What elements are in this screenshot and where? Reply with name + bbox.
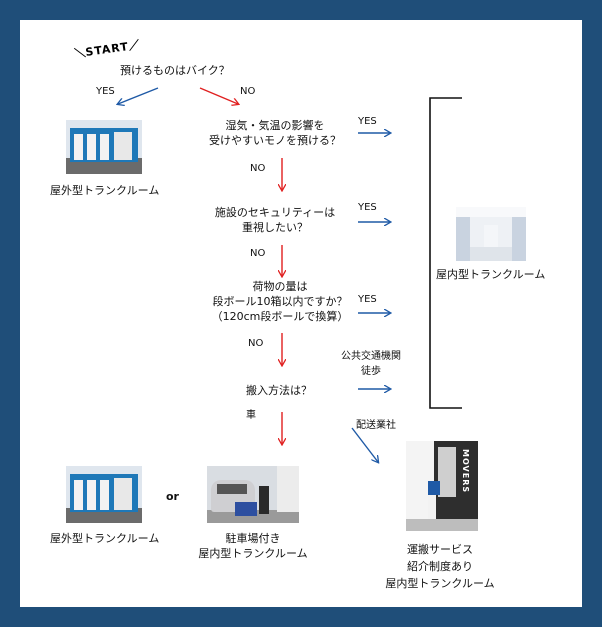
- q2-yes-label: YES: [358, 116, 377, 127]
- delivery-company-label: 配送業社: [356, 420, 396, 431]
- q4-line1: 荷物の量は: [252, 280, 308, 293]
- parking-line1: 駐車場付き: [225, 532, 281, 545]
- question-bike: 預けるものはバイク？: [120, 64, 230, 77]
- q3-yes-label: YES: [358, 202, 377, 213]
- moving-line1: 運搬サービス: [407, 543, 473, 556]
- outdoor-storage-label: 屋外型トランクルーム: [50, 184, 160, 197]
- question-security: 施設のセキュリティーは 重視したい？: [200, 205, 350, 235]
- outdoor-storage-label-2: 屋外型トランクルーム: [50, 532, 160, 545]
- q2-line1: 湿気・気温の影響を: [225, 119, 325, 132]
- q3-line1: 施設のセキュリティーは: [214, 206, 336, 219]
- indoor-storage-photo: [456, 207, 526, 261]
- q1-yes-label: YES: [96, 86, 115, 97]
- q4-yes-label: YES: [358, 294, 377, 305]
- question-humidity: 湿気・気温の影響を 受けやすいモノを預ける？: [200, 118, 350, 148]
- public-line1: 公共交通機関: [341, 351, 401, 362]
- outdoor-container-photo: [66, 120, 142, 174]
- public-line2: 徒歩: [361, 366, 381, 377]
- q3-line2: 重視したい？: [242, 221, 308, 234]
- public-transport-label: 公共交通機関 徒歩: [336, 349, 406, 379]
- q2-line2: 受けやすいモノを預ける？: [209, 134, 341, 147]
- question-volume: 荷物の量は 段ボール10箱以内ですか？ （120cm段ボールで換算）: [200, 279, 360, 324]
- indoor-storage-label: 屋内型トランクルーム: [436, 268, 546, 281]
- or-text: or: [166, 490, 179, 503]
- q3-no-label: NO: [250, 248, 266, 259]
- parking-indoor-label: 駐車場付き 屋内型トランクルーム: [182, 531, 324, 561]
- car-label: 車: [246, 410, 256, 421]
- q1-no-label: NO: [240, 86, 256, 97]
- moving-truck-photo: MOVERS: [406, 441, 478, 531]
- q4-line3: （120cm段ボールで換算）: [211, 310, 349, 323]
- moving-service-label: 運搬サービス 紹介制度あり 屋内型トランクルーム: [370, 541, 510, 592]
- q2-no-label: NO: [250, 163, 266, 174]
- question-transport: 搬入方法は？: [246, 384, 312, 397]
- moving-line2: 紹介制度あり: [407, 560, 473, 573]
- outdoor-container-photo-2: [66, 466, 142, 523]
- q4-no-label: NO: [248, 338, 264, 349]
- movers-sign: MOVERS: [461, 449, 470, 494]
- q4-line2: 段ボール10箱以内ですか？: [212, 295, 348, 308]
- parking-line2: 屋内型トランクルーム: [198, 547, 308, 560]
- moving-line3: 屋内型トランクルーム: [385, 577, 495, 590]
- parking-car-photo: [207, 466, 299, 523]
